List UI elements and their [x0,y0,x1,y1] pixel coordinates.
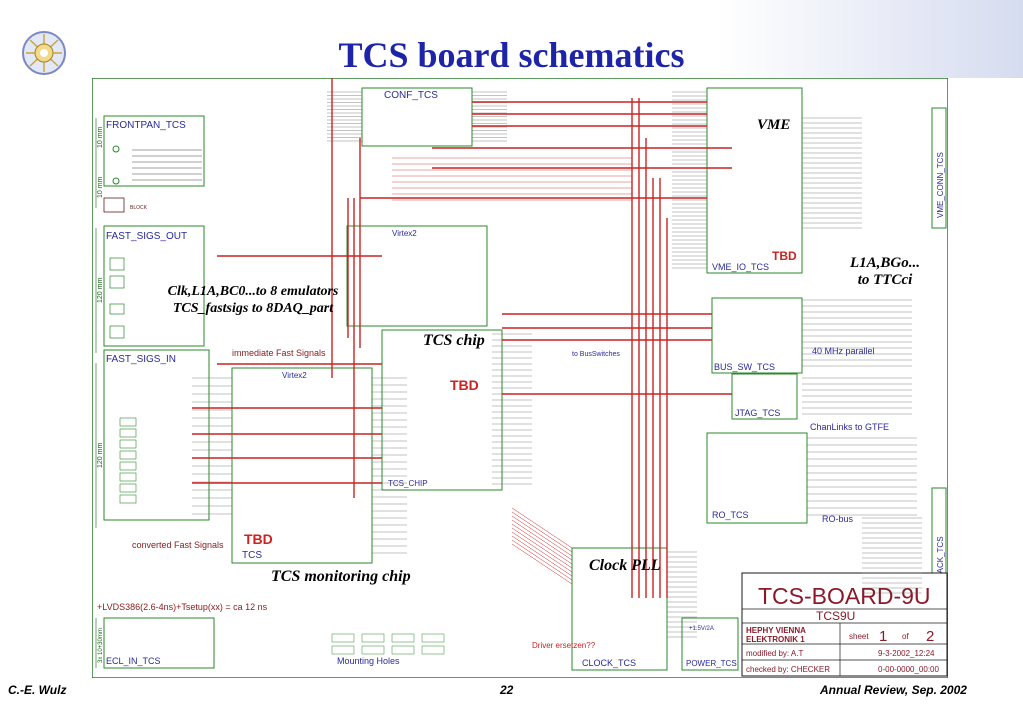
annotation-clk-line1: Clk,L1A,BC0...to 8 emulators [167,284,339,299]
bus-sw-label: BUS_SW_TCS [714,362,775,372]
wire-layer [192,78,922,638]
dim-3x: 3x 10+30mm [98,628,104,663]
block-vme-io: VME_IO_TCS TBD [706,87,803,274]
tb-sheet-num: 1 [879,628,887,645]
tb-checked: checked by: CHECKER [746,665,830,674]
block-fast-sigs-in: FAST_SIGS_IN [103,349,210,521]
footer-author: C.-E. Wulz [8,683,67,697]
annotation-vme: VME [757,117,791,133]
tb-org1: HEPHY VIENNA [746,626,806,635]
footer-page: 22 [500,683,514,697]
annotation-tcs-monitoring: TCS monitoring chip [271,568,411,585]
tb-board: TCS-BOARD-9U [758,583,931,609]
annotation-clk: Clk,L1A,BC0...to 8 emulators TCS_fastsig… [148,283,358,317]
tb-date: 9-3-2002_12:24 [878,649,935,658]
block-ecl-in: ECL_IN_TCS [103,617,215,669]
vertex2-top-label: Virtex2 [392,229,417,238]
annotation-l1a: L1A,BGo... to TTCci [830,255,940,289]
driver-label: Driver ersetzen?? [532,641,596,650]
conf-tcs-label: CONF_TCS [384,90,438,101]
mounting-holes-label: Mounting Holes [337,656,400,666]
annotation-clk-line2: TCS_fastsigs to 8DAQ_part [172,301,334,316]
clock-tcs-label: CLOCK_TCS [582,658,636,668]
annotation-l1a-line1: L1A,BGo... [849,255,920,271]
slide-title: TCS board schematics [338,35,685,75]
annotation-tcs-chip: TCS chip [423,332,485,349]
annotation-l1a-line2: to TTCci [857,272,913,288]
block-clock-tcs: CLOCK_TCS [571,547,668,671]
dim-10mm-a: 10 mm [97,126,104,148]
tcs-chip-label: TCS_CHIP [388,479,428,488]
tbd-center: TBD [450,377,479,393]
ro-bus-label: RO-bus [822,514,854,524]
tb-modified: modified by: A.T [746,649,803,658]
schematic-sheet: FRONTPAN_TCS BLOCK FAST_SIGS_OUT FAST_SI… [92,78,948,678]
tb-code: 0-00-0000_00:00 [878,665,939,674]
block-vertex2-top: Virtex2 [346,225,488,327]
annotation-clock-pll: Clock PLL [589,557,661,574]
tb-of-label: of [902,632,909,641]
block-tcs-chip: TBD TCS_CHIP [381,329,503,491]
mounting-holes-area: Mounting Holes [331,633,445,666]
dim-10mm-b: 10 mm [97,176,104,198]
ecl-in-label: ECL_IN_TCS [106,656,161,666]
dim-120mm-a: 120 mm [97,278,104,303]
tbd-vme: TBD [772,249,797,263]
immediate-fast-label: immediate Fast Signals [232,348,326,358]
power-tcs-label: POWER_TCS [686,659,737,668]
busswitches-label: to BusSwitches [572,351,620,358]
tb-org2: ELEKTRONIK 1 [746,635,805,644]
dim-120mm-b: 120 mm [97,443,104,468]
tcs-mon-label: TCS [242,550,262,561]
block-tcs-monitoring: Virtex2 TCS TBD [231,367,373,564]
block-jtag: JTAG_TCS [731,373,798,420]
vme-conn-label: VME_CONN_TCS [936,152,945,218]
frontpan-label: FRONTPAN_TCS [106,120,186,131]
title-block: TCS-BOARD-9U TCS9U HEPHY VIENNA ELEKTRON… [741,572,948,677]
zpack-label: ZPACK_TCS [936,536,945,583]
footer-event: Annual Review, Sep. 2002 [820,683,967,697]
cms-logo [22,31,66,75]
block-frontpan: FRONTPAN_TCS [103,115,205,187]
power-note: +1.5V/2A [689,626,714,632]
fast-sigs-in-label: FAST_SIGS_IN [106,354,176,365]
lvds-label: +LVDS386(2.6-4ns)+Tsetup(xx) = ca 12 ns [97,602,268,612]
mhz-parallel-label: 40 MHz parallel [812,346,875,356]
tb-of-num: 2 [926,628,934,645]
tb-sub: TCS9U [816,609,855,623]
tb-sheet-label: sheet [849,632,869,641]
block-fast-sigs-out: FAST_SIGS_OUT [103,225,205,347]
vme-io-label: VME_IO_TCS [712,262,769,272]
block-power-tcs: +1.5V/2A POWER_TCS [681,617,739,671]
title-bar [0,0,1023,78]
vertex2-bottom-label: Virtex2 [282,371,307,380]
block-conf-tcs: CONF_TCS [361,87,473,147]
chanlinks-label: ChanLinks to GTFE [810,422,889,432]
tbd-monitor: TBD [244,531,273,547]
jtag-label: JTAG_TCS [735,408,780,418]
ro-tcs-label: RO_TCS [712,510,749,520]
block-label-1: BLOCK [130,205,148,211]
fast-sigs-out-label: FAST_SIGS_OUT [106,231,187,242]
block-vme-conn: VME_CONN_TCS [931,107,947,229]
block-ro-tcs: RO_TCS [706,432,808,524]
block-bus-sw: BUS_SW_TCS [711,297,803,374]
converted-fast-label: converted Fast Signals [132,540,224,550]
